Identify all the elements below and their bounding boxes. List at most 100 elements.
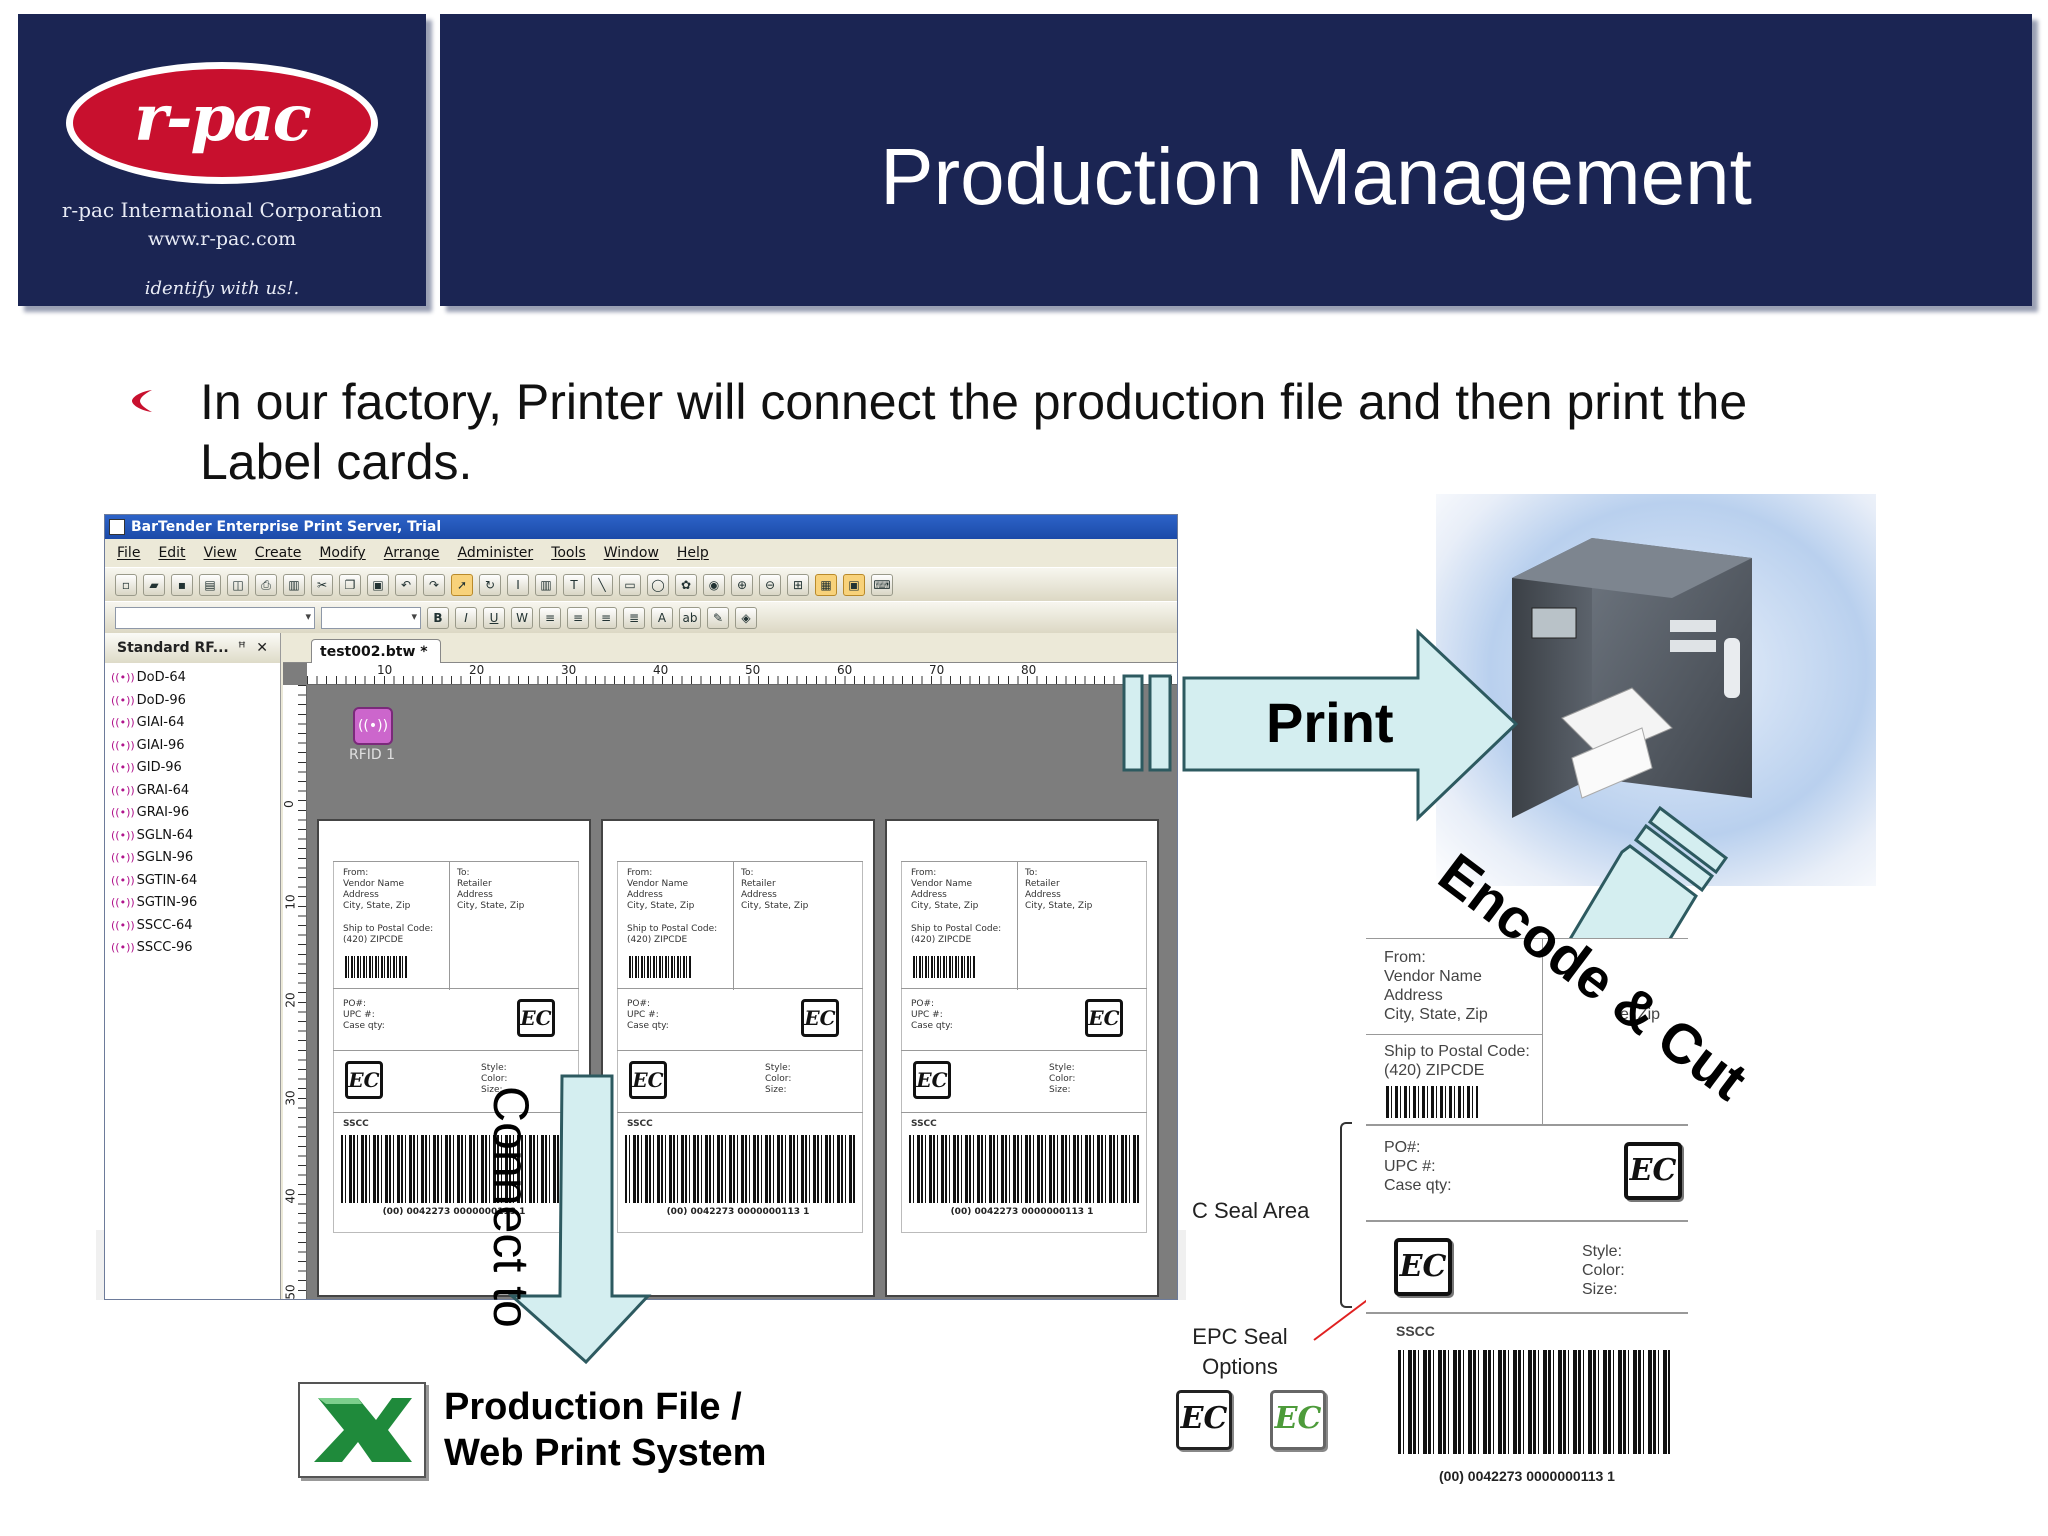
menu-create[interactable]: Create [254, 545, 302, 561]
ellipse-tool-icon[interactable]: ◯ [647, 573, 669, 596]
line-color-icon[interactable]: ✎ [707, 606, 729, 629]
font-name-combo[interactable] [115, 606, 315, 629]
cut-icon[interactable]: ✂ [311, 573, 333, 596]
tab-test002[interactable]: test002.btw * [311, 639, 441, 663]
rotate-icon[interactable]: ↻ [479, 573, 501, 596]
underline-icon[interactable]: U [483, 606, 505, 629]
zoom-fit-icon[interactable]: ⊞ [787, 573, 809, 596]
window-titlebar[interactable]: BarTender Enterprise Print Server, Trial [105, 515, 1177, 539]
bold-icon[interactable]: B [427, 606, 449, 629]
rfid-template-item[interactable]: ((•))SGLN-64 [105, 825, 280, 848]
text-cursor-icon[interactable]: I [507, 573, 529, 596]
ship-to-label: Ship to Postal Code: [343, 924, 434, 934]
menu-administer[interactable]: Administer [457, 545, 534, 561]
ruler-v-label: 40 [283, 1188, 298, 1204]
fill-color-icon[interactable]: ◈ [735, 606, 757, 629]
text-tool-icon[interactable]: T [563, 573, 585, 596]
ruler-h-label: 20 [469, 663, 485, 677]
label-divider [1366, 1124, 1688, 1126]
font-color-icon[interactable]: A [651, 606, 673, 629]
menu-help[interactable]: Help [676, 545, 709, 561]
keyboard-icon[interactable]: ⌨ [871, 573, 893, 596]
justify-icon[interactable]: ≣ [623, 606, 645, 629]
select-pointer-icon[interactable]: ➚ [451, 573, 473, 596]
rfid-template-item[interactable]: ((•))SGTIN-96 [105, 892, 280, 915]
align-left-icon[interactable]: ≡ [539, 606, 561, 629]
case-qty-label: Case qty: [1384, 1177, 1452, 1194]
menu-modify[interactable]: Modify [319, 545, 366, 561]
rfid-template-item[interactable]: ((•))SGTIN-64 [105, 870, 280, 893]
to-label: To: [1025, 868, 1038, 878]
layout-icon[interactable]: ▣ [843, 573, 865, 596]
page-setup-icon[interactable]: ▤ [199, 573, 221, 596]
postal-barcode [913, 956, 975, 978]
save-icon[interactable]: ▪ [171, 573, 193, 596]
rfid-tool-icon[interactable]: ◉ [703, 573, 725, 596]
menu-arrange[interactable]: Arrange [383, 545, 440, 561]
align-center-icon[interactable]: ≡ [567, 606, 589, 629]
zip-label: (420) ZIPCDE [1384, 1062, 1485, 1079]
document-canvas[interactable]: test002.btw * 10 20 30 40 50 60 70 80 0 … [282, 633, 1177, 1299]
menu-view[interactable]: View [203, 545, 237, 561]
close-icon[interactable]: ✕ [256, 640, 268, 656]
print-icon[interactable]: ⎙ [255, 573, 277, 596]
paste-icon[interactable]: ▣ [367, 573, 389, 596]
rfid-template-item[interactable]: ((•))DoD-64 [105, 667, 280, 690]
address-label: Address [911, 890, 947, 900]
upc-label: UPC #: [1384, 1158, 1436, 1175]
rfid-template-label: DoD-64 [136, 670, 186, 685]
bartender-window[interactable]: BarTender Enterprise Print Server, Trial… [104, 514, 1178, 1300]
production-line-2: Web Print System [444, 1432, 767, 1474]
menu-file[interactable]: File [117, 545, 141, 561]
rfid-template-item[interactable]: ((•))GIAI-64 [105, 712, 280, 735]
rfid-icon: ((•)) [111, 873, 135, 887]
logo-panel: r-pac r-pac International Corporation ww… [18, 14, 426, 306]
rfid-icon[interactable]: ((•)) [353, 707, 393, 745]
picture-tool-icon[interactable]: ✿ [675, 573, 697, 596]
ruler-v-label: 10 [283, 894, 298, 910]
rfid-template-item[interactable]: ((•))GRAI-64 [105, 780, 280, 803]
barcode-icon[interactable]: ▥ [535, 573, 557, 596]
database-icon[interactable]: ◫ [227, 573, 249, 596]
pin-icon[interactable]: ꟸ [237, 640, 246, 656]
undo-icon[interactable]: ↶ [395, 573, 417, 596]
rfid-icon: ((•)) [111, 941, 135, 954]
copy-icon[interactable]: ❐ [339, 573, 361, 596]
zoom-out-icon[interactable]: ⊖ [759, 573, 781, 596]
rfid-template-item[interactable]: ((•))SSCC-64 [105, 915, 280, 938]
font-size-combo[interactable] [321, 606, 421, 629]
rfid-template-item[interactable]: ((•))GID-96 [105, 757, 280, 780]
rectangle-tool-icon[interactable]: ▭ [619, 573, 641, 596]
align-right-icon[interactable]: ≡ [595, 606, 617, 629]
epc-seal-icon: EC [1394, 1238, 1452, 1296]
word-wrap-icon[interactable]: W [511, 606, 533, 629]
highlight-icon[interactable]: ab [679, 606, 701, 629]
open-icon[interactable]: ▰ [143, 573, 165, 596]
main-toolbar: ▫ ▰ ▪ ▤ ◫ ⎙ ▥ ✂ ❐ ▣ ↶ ↷ ➚ ↻ I ▥ T ╲ ▭ ◯ … [105, 567, 1177, 601]
italic-icon[interactable]: I [455, 606, 477, 629]
rfid-template-item[interactable]: ((•))DoD-96 [105, 690, 280, 713]
new-icon[interactable]: ▫ [115, 573, 137, 596]
template-icon[interactable]: ▦ [815, 573, 837, 596]
rfid-template-item[interactable]: ((•))GIAI-96 [105, 735, 280, 758]
excel-icon [298, 1382, 426, 1478]
label-divider [1366, 1034, 1542, 1035]
vendor-label: Vendor Name [1384, 968, 1482, 985]
zoom-in-icon[interactable]: ⊕ [731, 573, 753, 596]
menu-edit[interactable]: Edit [158, 545, 186, 561]
print-preview-icon[interactable]: ▥ [283, 573, 305, 596]
rfid-template-item[interactable]: ((•))SSCC-96 [105, 937, 280, 960]
rfid-template-item[interactable]: ((•))GRAI-96 [105, 802, 280, 825]
redo-icon[interactable]: ↷ [423, 573, 445, 596]
line-tool-icon[interactable]: ╲ [591, 573, 613, 596]
epc-seal-icon: EC [629, 1061, 667, 1099]
rfid-template-item[interactable]: ((•))SGLN-96 [105, 847, 280, 870]
menu-tools[interactable]: Tools [551, 545, 586, 561]
address-label: Address [741, 890, 777, 900]
label-divider [1542, 938, 1543, 1124]
menu-window[interactable]: Window [603, 545, 659, 561]
